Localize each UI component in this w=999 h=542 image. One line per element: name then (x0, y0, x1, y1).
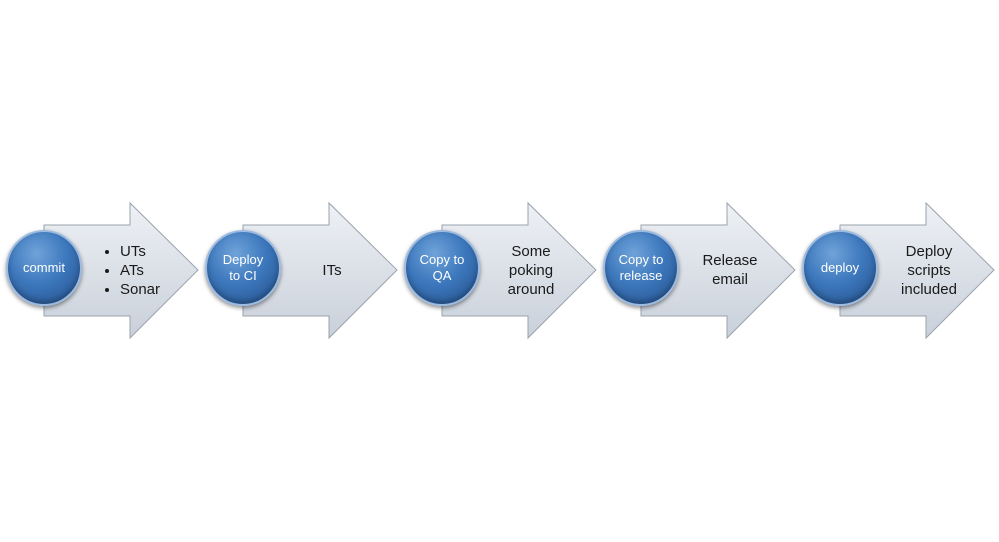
stage-label-line: commit (23, 260, 65, 275)
step-description: ITs (283, 230, 381, 310)
stage-label-line: QA (432, 268, 452, 283)
bullet-list: UTsATsSonar (106, 242, 160, 299)
step-description: UTsATsSonar (84, 230, 182, 310)
description-line: poking (508, 261, 554, 279)
bullet-item: Sonar (120, 280, 160, 299)
step-arrow (43, 201, 199, 340)
step-arrow (640, 201, 796, 340)
stage-circle: commit (6, 230, 82, 306)
arrow-shape (640, 201, 796, 340)
bullet-item: UTs (120, 242, 160, 261)
description-line: scripts (907, 261, 951, 279)
stage-label-line: Copy to (618, 252, 664, 267)
stage-label-line: Copy to (419, 252, 465, 267)
description-line: email (712, 271, 748, 288)
description-line: Some (511, 242, 551, 260)
step-arrow (242, 201, 398, 340)
description-line: included (901, 280, 957, 298)
stage-label-line: to CI (229, 268, 257, 283)
step-arrow (441, 201, 597, 340)
description-line: around (507, 280, 555, 298)
description-line: Deploy (905, 242, 953, 260)
pipeline-step-1: commit UTsATsSonar (2, 200, 207, 342)
arrow-shape (242, 201, 398, 340)
bullet-item: ATs (120, 261, 160, 280)
stage-circle: deploy (802, 230, 878, 306)
arrow-shape (441, 201, 597, 340)
step-description: Release email (681, 230, 779, 310)
stage-label-line: deploy (820, 260, 860, 275)
description-line: ITs (322, 261, 342, 279)
step-arrow (839, 201, 995, 340)
arrow-shape (839, 201, 995, 340)
stage-label-line: Deploy (222, 252, 264, 267)
description-line: Release (702, 252, 758, 269)
stage-label-line: release (619, 268, 663, 283)
arrow-shape (43, 201, 199, 340)
